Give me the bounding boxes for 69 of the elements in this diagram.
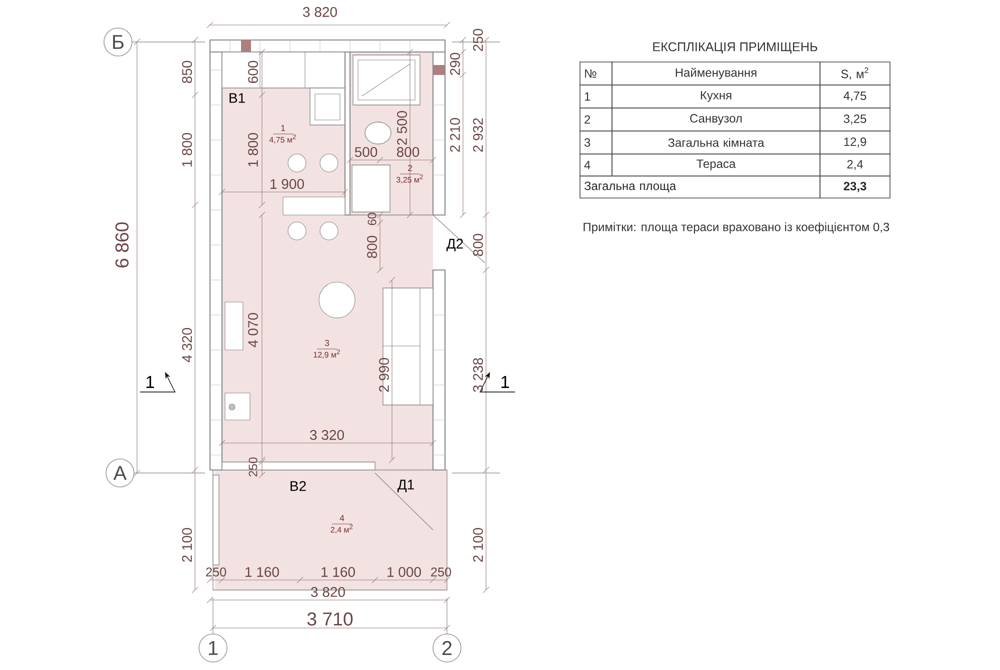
dimension-text: 2 500 — [397, 111, 407, 145]
room-number: 2 — [408, 164, 412, 172]
dimension-text: 1 800 — [182, 133, 192, 166]
dimension-text: 2 100 — [182, 528, 192, 562]
dimension-text: 60 — [368, 212, 376, 226]
dimension-text: 6 860 — [115, 222, 129, 268]
dimension-text: 1 160 — [322, 567, 355, 577]
table-cell: Кухня — [612, 84, 820, 108]
dimension-text: 600 — [248, 60, 258, 83]
dimension-text: 1 900 — [270, 179, 304, 189]
dimension-text: 2 100 — [473, 528, 483, 562]
dimension-text: 800 — [396, 147, 420, 157]
dimension-text: 3 820 — [303, 7, 337, 17]
dimension-text: 250 — [431, 568, 452, 576]
table-cell: 2,4 — [820, 154, 890, 176]
room-number: 4 — [340, 515, 344, 521]
table-cell: Загальна площа — [580, 176, 820, 198]
table-cell: 3,25 — [820, 108, 890, 132]
room-area: 12,9 м$^{2}$ — [314, 349, 340, 358]
dimension-text: 3 238 — [473, 358, 483, 392]
table-cell: Санвузол — [612, 108, 820, 132]
dimension-text: 1 000 — [388, 567, 421, 577]
table-cell: 23,3 — [820, 176, 890, 198]
dimension-text: 1 160 — [246, 567, 279, 577]
table-cell: 1 — [580, 84, 612, 108]
room-number: 1 — [281, 125, 285, 131]
axis-bubble: Б — [104, 28, 132, 56]
dimension-text: 3 820 — [311, 587, 345, 597]
table-cell: S, м$^{2}$ — [820, 62, 890, 86]
dimension-text: 800 — [473, 234, 483, 256]
dimension-text: 4 320 — [182, 328, 192, 362]
dimension-text: 3 710 — [307, 612, 353, 626]
table-title: ЕКСПЛІКАЦІЯ ПРИМІЩЕНЬ — [653, 42, 818, 54]
opening-tag: В1 — [230, 93, 245, 103]
opening-tag: В2 — [290, 481, 306, 491]
dimension-text: 1 800 — [248, 133, 258, 166]
dimension-text: 250 — [473, 28, 483, 51]
table-cell: 4,75 — [820, 84, 890, 108]
room-area: 3,25 м$^{2}$ — [396, 174, 423, 184]
room-area: 2,4 м$^{2}$ — [330, 524, 353, 534]
table-cell: № — [580, 62, 612, 86]
dimension-text: 2 932 — [473, 118, 483, 152]
table-cell: Найменування — [612, 62, 820, 86]
dimension-text: 2 990 — [379, 358, 389, 392]
room-area: 4,75 м$^{2}$ — [269, 134, 296, 144]
dimension-text: 500 — [354, 147, 378, 157]
opening-tag: Д2 — [446, 238, 463, 252]
table-cell: 4 — [580, 154, 612, 176]
dimension-text: 4 070 — [248, 313, 258, 348]
dimension-text: 250 — [248, 457, 258, 476]
section-number: 1 — [502, 376, 509, 388]
dimension-text: 290 — [450, 52, 460, 75]
table-cell: Тераса — [612, 154, 820, 176]
room-number: 3 — [324, 340, 330, 346]
dimension-text: 800 — [367, 236, 377, 258]
dimension-text: 3 320 — [310, 430, 344, 440]
section-number: 1 — [146, 376, 154, 388]
dimension-text: 850 — [182, 60, 192, 84]
table-cell: 2 — [580, 108, 612, 132]
axis-bubble: А — [106, 458, 134, 488]
axis-bubble: 1 — [198, 634, 228, 662]
table-cell: 12,9 — [820, 130, 890, 154]
dimension-text: 250 — [206, 568, 226, 576]
table-cell: Загальна кімната — [612, 130, 820, 154]
table-cell: 3 — [580, 130, 612, 154]
note-text: Примітки: площа тераси враховано із коефіцієнтом 0,3 — [584, 222, 890, 234]
opening-tag: Д1 — [397, 480, 414, 492]
axis-bubble: 2 — [432, 634, 462, 662]
dimension-text: 2 210 — [450, 118, 460, 152]
